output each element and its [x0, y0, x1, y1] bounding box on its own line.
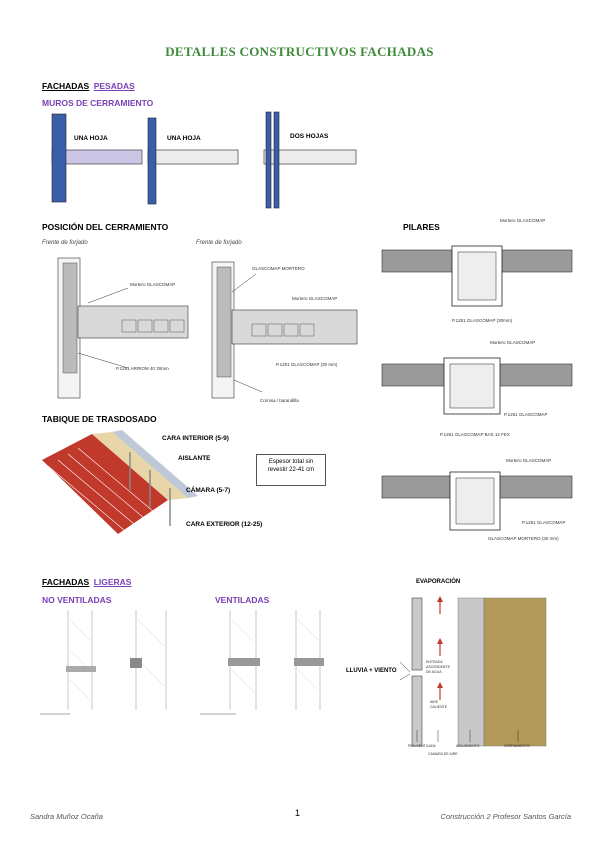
pilar-note-2: P.1251 GLASCOMAP (30mm) — [452, 318, 513, 323]
tabique-cara-exterior: CARA EXTERIOR (12-25) — [186, 521, 263, 528]
muros-heading: MUROS DE CERRAMIENTO — [42, 98, 154, 108]
posicion-caption-1: Frente de forjado — [42, 240, 88, 246]
muros-diagram — [51, 111, 357, 209]
pilar-drawing-1 — [381, 245, 573, 307]
muro-label-2: UNA HOJA — [167, 135, 201, 142]
ventiladas-drawing — [200, 610, 324, 715]
evaporacion-bottom-1: PIEL VENTILADA — [408, 744, 436, 748]
page-title: DETALLES CONSTRUCTIVOS FACHADAS — [165, 44, 434, 59]
evaporacion-bottom-3: AISLAMIENTO — [456, 744, 480, 748]
pilar-note-8: GLASCOMAP MORTERO (30 mm) — [488, 536, 559, 541]
pilar-note-4: P.1251 GLASCOMAP — [504, 412, 548, 417]
pilar-note-1: Mortero GLASCOMAP — [500, 218, 546, 223]
heading-prefix: FACHADAS — [42, 577, 90, 587]
tabique-camara: CÁMARA (5-7) — [186, 487, 231, 494]
posicion-note-1: Mortero GLASCOMAP — [130, 282, 176, 287]
tabique-drawing — [42, 430, 198, 534]
pilar-note-7: P.1251 GLASCOMAP — [522, 520, 566, 525]
pilares-heading: PILARES — [403, 222, 440, 232]
no-ventiladas-heading: NO VENTILADAS — [42, 595, 112, 605]
pilar-note-6: Mortero GLASCOMAP — [506, 458, 552, 463]
heading-prefix: FACHADAS — [42, 81, 90, 91]
evaporacion-bottom-2: CAMARA DE AIRE — [428, 752, 458, 756]
footer-author: Sandra Muñoz Ocaña — [30, 812, 103, 821]
evaporacion-mid-2: AIRE CALIENTE — [430, 700, 448, 709]
posicion-drawing-2 — [211, 261, 358, 399]
footer-course: Construcción 2 Profesor Santos García — [440, 812, 571, 821]
lluvia-viento-label: LLUVIA + VIENTO — [346, 668, 397, 674]
posicion-heading: POSICIÓN DEL CERRAMIENTO — [42, 222, 169, 232]
pilar-note-3: Mortero GLASCOMAP — [490, 340, 536, 345]
muro-label-1: UNA HOJA — [74, 135, 108, 142]
page-number: 1 — [295, 808, 301, 818]
section-heading-fachadas-pesadas: FACHADAS PESADAS — [42, 76, 135, 94]
pilar-drawing-3 — [381, 471, 573, 531]
evaporacion-mid-1: ENTRADA ASCENDENTE DE AGUA — [426, 660, 450, 674]
tabique-heading: TABIQUE DE TRASDOSADO — [42, 414, 157, 424]
pilar-drawing-2 — [381, 357, 573, 415]
posicion-note-6: Cornisa / barandilla — [260, 398, 299, 403]
pilar-note-5: P.1251 GLASCOMAP BAS 12 FEX — [440, 432, 510, 437]
tabique-aislante: AISLANTE — [178, 455, 211, 462]
tabique-cara-interior: CARA INTERIOR (5-9) — [162, 435, 229, 442]
ventiladas-heading: VENTILADAS — [215, 595, 270, 605]
posicion-note-3: GLASCOMAP MORTERO — [252, 266, 305, 271]
no-ventiladas-drawing — [40, 610, 167, 715]
posicion-caption-2: Frente de forjado — [196, 240, 242, 246]
espesor-box: Espesor total sin revestir 22-41 cm — [256, 454, 326, 486]
posicion-note-4: Mortero GLASCOMAP — [292, 296, 338, 301]
posicion-note-5: P.1251 GLASCOMAP (30 mm) — [276, 362, 338, 367]
heading-highlight: PESADAS — [93, 81, 135, 91]
posicion-drawing-1 — [57, 257, 189, 399]
evaporacion-bottom-4: CERRAMIENTO — [504, 744, 530, 748]
section-heading-fachadas-ligeras: FACHADAS LIGERAS — [42, 572, 131, 590]
muro-label-3: DOS HOJAS — [290, 133, 329, 140]
heading-highlight: LIGERAS — [93, 577, 132, 587]
evaporacion-drawing — [399, 596, 547, 747]
evaporacion-label: EVAPORACIÓN — [416, 579, 461, 585]
posicion-note-2: P.1251 ARRIOM 40 30mm — [116, 366, 169, 371]
